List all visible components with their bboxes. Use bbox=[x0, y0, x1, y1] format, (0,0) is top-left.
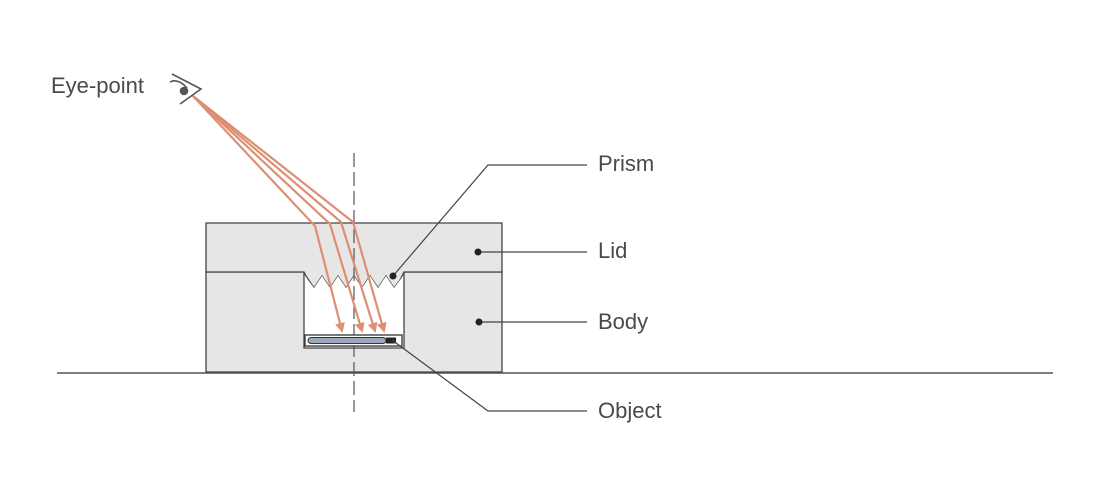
prism-leader bbox=[392, 164, 587, 277]
ray-4 bbox=[192, 95, 387, 333]
object-shape bbox=[304, 334, 403, 347]
ray-2 bbox=[192, 95, 365, 333]
eye-point-label: Eye-point bbox=[51, 73, 144, 98]
ray-3 bbox=[192, 95, 378, 333]
lid-leader-dot bbox=[474, 248, 482, 256]
light-rays bbox=[192, 95, 387, 333]
eye-icon bbox=[169, 73, 203, 105]
object-leader bbox=[391, 339, 587, 412]
prism-label: Prism bbox=[598, 151, 654, 176]
leader-lines bbox=[391, 164, 587, 412]
lid-label: Lid bbox=[598, 238, 627, 263]
object-label: Object bbox=[598, 398, 662, 423]
ray-1 bbox=[192, 95, 345, 333]
prism-leader-dot bbox=[389, 272, 397, 280]
body-leader-dot bbox=[475, 318, 483, 326]
body-label: Body bbox=[598, 309, 648, 334]
